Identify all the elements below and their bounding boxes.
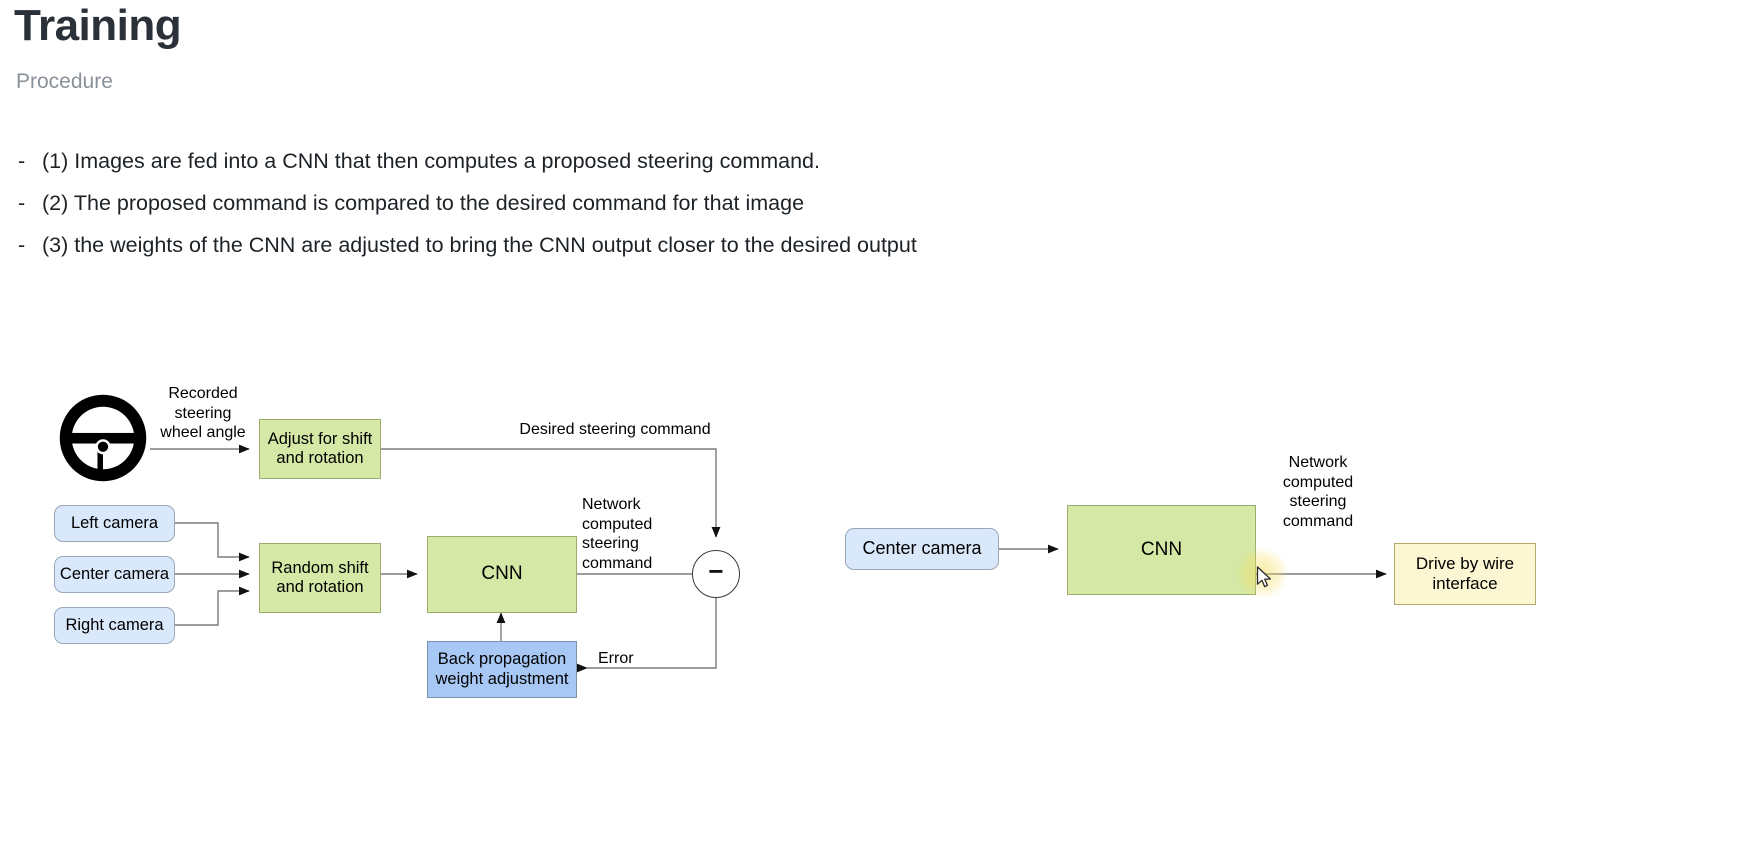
- node-cnn-inference[interactable]: CNN: [1067, 505, 1256, 595]
- node-drive-by-wire-interface[interactable]: Drive by wire interface: [1394, 543, 1536, 605]
- node-cnn-training[interactable]: CNN: [427, 536, 577, 613]
- mouse-pointer-icon: [1256, 566, 1274, 595]
- minus-icon: −: [708, 556, 724, 586]
- node-label: Random shift and rotation: [271, 558, 369, 596]
- node-label: Center camera: [862, 538, 982, 559]
- list-item-text: (3) the weights of the CNN are adjusted …: [42, 232, 917, 257]
- bullet-marker: -: [18, 190, 26, 215]
- edge-label-network-computed-steering-command-inference: Network computed steering command: [1282, 454, 1354, 530]
- page-title: Training: [14, 1, 182, 50]
- node-label: Center camera: [59, 564, 170, 583]
- node-label: Left camera: [70, 513, 159, 532]
- edge-label-recorded-steering-wheel-angle: Recorded steering wheel angle: [160, 385, 246, 442]
- node-label: CNN: [481, 563, 523, 585]
- node-label: Right camera: [65, 615, 164, 634]
- steering-wheel-icon: [57, 392, 149, 489]
- list-item: - (2) The proposed command is compared t…: [16, 190, 1116, 217]
- list-item-text: (2) The proposed command is compared to …: [42, 190, 805, 215]
- procedure-bullet-list: - (1) Images are fed into a CNN that the…: [16, 148, 1116, 274]
- bullet-marker: -: [18, 232, 26, 257]
- node-adjust-for-shift-and-rotation[interactable]: Adjust for shift and rotation: [259, 419, 381, 479]
- edge-label-desired-steering-command: Desired steering command: [519, 421, 711, 438]
- node-left-camera[interactable]: Left camera: [54, 505, 175, 542]
- node-label: Back propagation weight adjustment: [435, 650, 569, 688]
- node-label: Adjust for shift and rotation: [267, 429, 373, 467]
- node-random-shift-and-rotation[interactable]: Random shift and rotation: [259, 543, 381, 613]
- list-item: - (3) the weights of the CNN are adjuste…: [16, 232, 1116, 259]
- list-item: - (1) Images are fed into a CNN that the…: [16, 148, 1116, 175]
- node-subtract-junction: −: [692, 550, 740, 598]
- list-item-text: (1) Images are fed into a CNN that then …: [42, 149, 820, 173]
- page-subtitle: Procedure: [16, 70, 113, 93]
- bullet-marker: -: [18, 149, 26, 173]
- node-center-camera-inference[interactable]: Center camera: [845, 528, 999, 570]
- node-center-camera[interactable]: Center camera: [54, 556, 175, 593]
- node-back-propagation-weight-adjustment[interactable]: Back propagation weight adjustment: [427, 641, 577, 698]
- node-right-camera[interactable]: Right camera: [54, 607, 175, 644]
- node-label: Drive by wire interface: [1415, 553, 1515, 593]
- node-label: CNN: [1140, 538, 1183, 560]
- edge-label-network-computed-steering-command: Network computed steering command: [582, 496, 653, 572]
- edge-label-error: Error: [598, 650, 634, 667]
